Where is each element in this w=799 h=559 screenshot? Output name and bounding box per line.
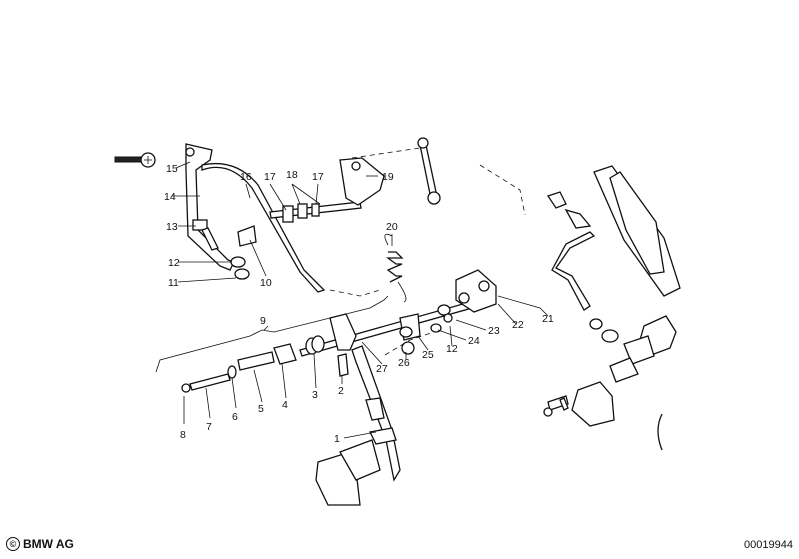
callout-11: 11	[168, 277, 179, 289]
callout-8: 8	[180, 429, 186, 441]
callout-7: 7	[206, 421, 212, 433]
callout-17-left: 17	[264, 171, 276, 183]
callout-6: 6	[232, 411, 238, 423]
callout-27: 27	[376, 363, 388, 375]
callout-14: 14	[164, 191, 176, 203]
edge-bracket	[657, 413, 663, 451]
callout-3: 3	[312, 389, 318, 401]
diagram-id: 00019944	[744, 539, 793, 551]
callout-10: 10	[260, 277, 272, 289]
clutch-pedal	[315, 345, 401, 506]
callout-1: 1	[334, 433, 340, 445]
callout-12-right: 12	[446, 343, 458, 355]
pedal-shaft-assembly	[181, 269, 497, 393]
linkage-dashed-line	[329, 289, 381, 297]
callout-labels: 1 2 3 4 5 6 7 8 9 10 11 12 12 13 14 15 1…	[164, 163, 554, 445]
callout-26: 26	[398, 357, 410, 369]
return-spring	[384, 233, 407, 303]
callout-22: 22	[512, 319, 524, 331]
callout-15: 15	[166, 163, 178, 175]
linkage-dashed-line	[351, 147, 421, 159]
callout-2: 2	[338, 385, 344, 397]
copyright-symbol: ©	[6, 537, 20, 551]
copyright-text: BMW AG	[23, 537, 74, 551]
callout-4: 4	[282, 399, 288, 411]
master-cylinder-assembly	[543, 165, 681, 427]
callout-24: 24	[468, 335, 480, 347]
callout-20: 20	[386, 221, 398, 233]
upper-shaft-assembly	[269, 137, 441, 223]
linkage-dashed-line	[384, 329, 441, 356]
group-bracket-9	[155, 295, 389, 373]
callout-9: 9	[260, 315, 266, 327]
callout-13: 13	[166, 221, 178, 233]
callout-19: 19	[382, 171, 394, 183]
upper-left-linkage	[114, 143, 326, 293]
callout-5: 5	[258, 403, 264, 415]
callout-21: 21	[542, 313, 554, 325]
callout-17-right: 17	[312, 171, 324, 183]
callout-25: 25	[422, 349, 434, 361]
callout-16: 16	[240, 171, 252, 183]
leader-lines	[172, 161, 549, 439]
copyright-notice: © BMW AG	[6, 537, 74, 551]
linkage-dashed-line	[479, 164, 526, 216]
callout-18: 18	[286, 169, 298, 181]
callout-23: 23	[488, 325, 500, 337]
callout-12-left: 12	[168, 257, 180, 269]
